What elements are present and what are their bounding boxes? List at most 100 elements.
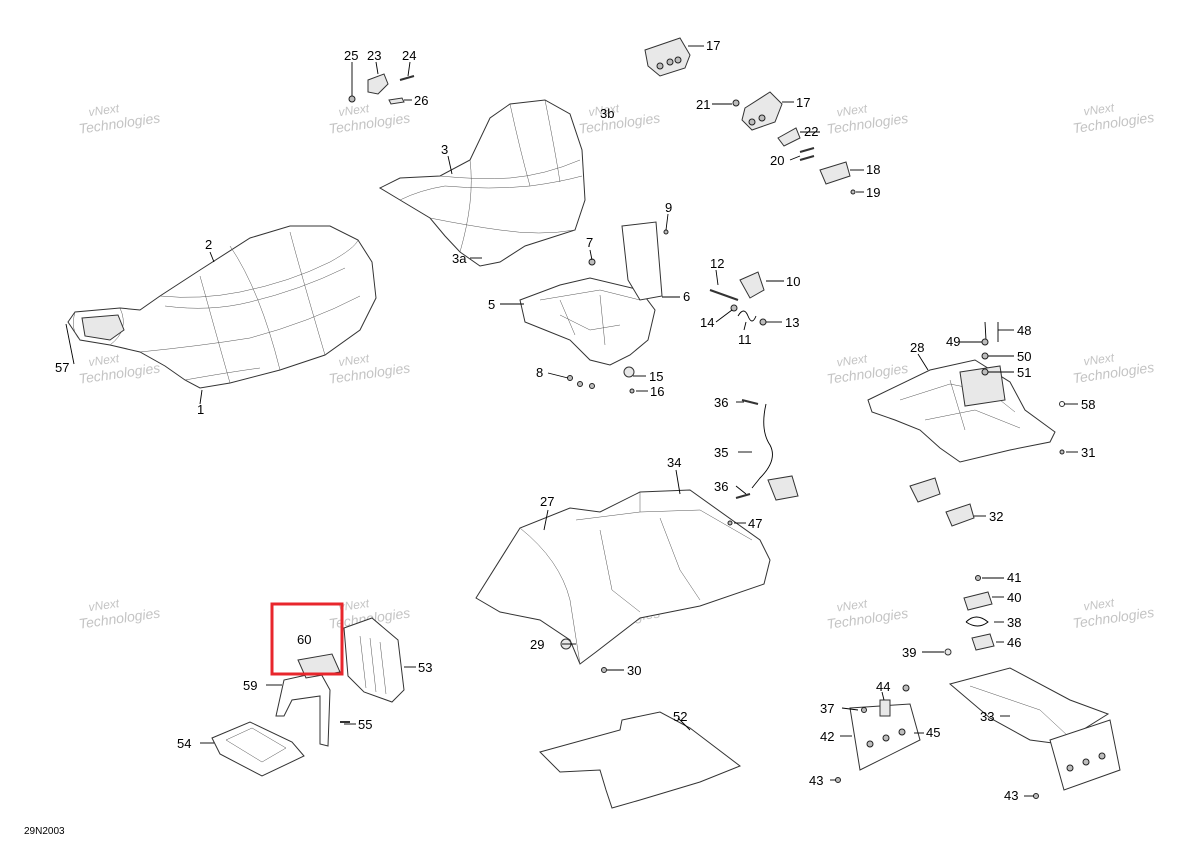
- watermark-line1: vNext: [1083, 595, 1116, 613]
- callout-41: 41: [1007, 570, 1021, 585]
- watermark-line1: vNext: [88, 596, 121, 614]
- callout-18: 18: [866, 162, 880, 177]
- callout-3a: 3a: [452, 251, 467, 266]
- watermark-line1: vNext: [588, 101, 621, 119]
- callout-21: 21: [696, 97, 710, 112]
- watermark: vNext Technologies: [1072, 595, 1155, 631]
- watermark-line1: vNext: [1083, 100, 1116, 118]
- callout-36: 36: [714, 395, 728, 410]
- callout-52: 52: [673, 709, 687, 724]
- callout-25: 25: [344, 48, 358, 63]
- callout-40: 40: [1007, 590, 1021, 605]
- watermark-line1: vNext: [1083, 350, 1116, 368]
- callout-45: 45: [926, 725, 940, 740]
- callout-36: 36: [714, 479, 728, 494]
- watermark-line1: vNext: [338, 101, 371, 119]
- callout-39: 39: [902, 645, 916, 660]
- callout-11: 11: [738, 332, 752, 347]
- drawing-code: 29N2003: [24, 826, 65, 837]
- callout-28: 28: [910, 340, 924, 355]
- watermark-line1: vNext: [836, 351, 869, 369]
- watermark-line1: vNext: [88, 351, 121, 369]
- watermark-line1: vNext: [836, 101, 869, 119]
- callout-35: 35: [714, 445, 728, 460]
- callout-labels: 1 2 3 3a 3b 5 6 7 8 9 10 11 12 13 14 15 …: [55, 38, 1095, 803]
- callout-44: 44: [876, 679, 890, 694]
- callout-27: 27: [540, 494, 554, 509]
- panel-53: [343, 617, 405, 703]
- callout-13: 13: [785, 315, 799, 330]
- watermark-line1: vNext: [836, 596, 869, 614]
- callout-6: 6: [683, 289, 690, 304]
- small-parts-23-26: [348, 73, 415, 105]
- watermark-line1: vNext: [338, 596, 371, 614]
- watermark: vNext Technologies: [578, 101, 661, 137]
- watermark: vNext Technologies: [826, 101, 909, 137]
- watermark: vNext Technologies: [1072, 100, 1155, 136]
- callout-59: 59: [243, 678, 257, 693]
- callout-54: 54: [177, 736, 191, 751]
- callout-33: 33: [980, 709, 994, 724]
- callout-7: 7: [586, 235, 593, 250]
- callout-23: 23: [367, 48, 381, 63]
- watermark: vNext Technologies: [1072, 350, 1155, 386]
- cable-35: [735, 399, 799, 501]
- callout-57: 57: [55, 360, 69, 375]
- callout-15: 15: [649, 369, 663, 384]
- callout-53: 53: [418, 660, 432, 675]
- callout-16: 16: [650, 384, 664, 399]
- watermark: vNext Technologies: [78, 101, 161, 137]
- callout-22: 22: [804, 124, 818, 139]
- seat-base-5: [519, 221, 669, 394]
- callout-60: 60: [297, 632, 311, 647]
- callout-29: 29: [530, 637, 544, 652]
- rack-28: [867, 321, 1065, 527]
- callout-32: 32: [989, 509, 1003, 524]
- callout-46: 46: [1007, 635, 1021, 650]
- callout-37: 37: [820, 701, 834, 716]
- callout-48: 48: [1017, 323, 1031, 338]
- callout-9: 9: [665, 200, 672, 215]
- seat-assembly-1: [67, 225, 377, 389]
- callout-30: 30: [627, 663, 641, 678]
- small-parts-17-22: [644, 37, 856, 195]
- watermark-line1: vNext: [88, 101, 121, 119]
- callout-3: 3: [441, 142, 448, 157]
- highlight-box: [270, 602, 344, 676]
- callout-17: 17: [796, 95, 810, 110]
- callout-24: 24: [402, 48, 416, 63]
- callout-55: 55: [358, 717, 372, 732]
- callout-50: 50: [1017, 349, 1031, 364]
- carrier-33: [835, 575, 1121, 799]
- callout-49: 49: [946, 334, 960, 349]
- seat-assembly-3: [378, 99, 586, 267]
- watermark: vNext Technologies: [78, 596, 161, 632]
- callout-58: 58: [1081, 397, 1095, 412]
- callout-43: 43: [1004, 788, 1018, 803]
- watermark: vNext Technologies: [826, 596, 909, 632]
- callout-38: 38: [1007, 615, 1021, 630]
- callout-26: 26: [414, 93, 428, 108]
- frame-54: [211, 721, 350, 777]
- watermark-line1: vNext: [338, 351, 371, 369]
- callout-20: 20: [770, 153, 784, 168]
- callout-43: 43: [809, 773, 823, 788]
- callout-42: 42: [820, 729, 834, 744]
- callout-5: 5: [488, 297, 495, 312]
- callout-12: 12: [710, 256, 724, 271]
- leader-lines: [65, 45, 1078, 797]
- callout-31: 31: [1081, 445, 1095, 460]
- callout-34: 34: [667, 455, 681, 470]
- callout-17: 17: [706, 38, 720, 53]
- callout-19: 19: [866, 185, 880, 200]
- mat-52: [539, 711, 742, 809]
- callout-3b: 3b: [600, 106, 614, 121]
- support-59: [275, 653, 341, 747]
- callout-14: 14: [700, 315, 714, 330]
- callout-10: 10: [786, 274, 800, 289]
- callout-1: 1: [197, 402, 204, 417]
- latch-parts-10-14: [709, 271, 767, 326]
- callout-2: 2: [205, 237, 212, 252]
